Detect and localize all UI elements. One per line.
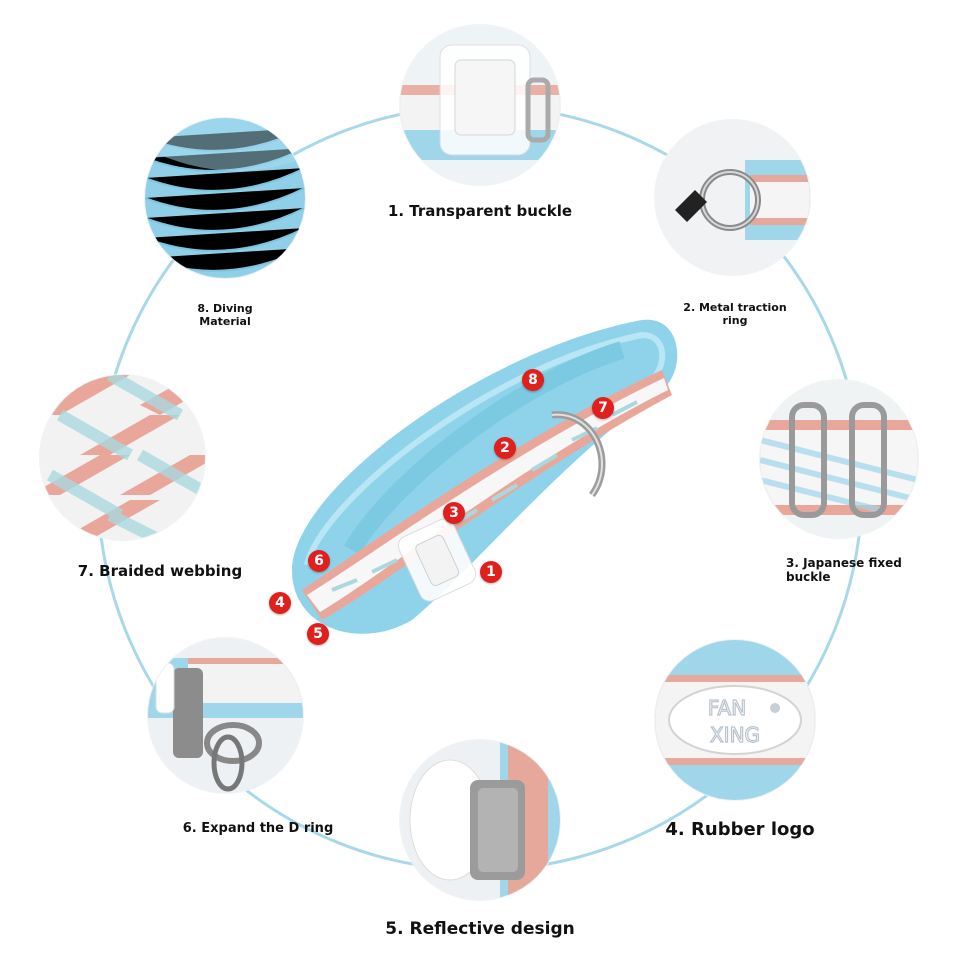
- feature-label-4: 4. Rubber logo: [665, 819, 815, 840]
- marker-6: 6: [308, 550, 330, 572]
- feature-label-3: 3. Japanese fixed buckle: [786, 556, 902, 584]
- marker-5: 5: [307, 623, 329, 645]
- transparent-buckle-photo: [400, 25, 560, 185]
- marker-8: 8: [522, 369, 544, 391]
- rubber-logo-photo: FAN XING: [655, 640, 815, 800]
- feature-label-1: 1. Transparent buckle: [387, 202, 573, 220]
- d-ring-photo: [148, 638, 303, 793]
- feature-label-5: 5. Reflective design: [385, 919, 575, 939]
- feature-label-6: 6. Expand the D ring: [182, 821, 334, 836]
- feature-label-2: 2. Metal traction ring: [683, 301, 787, 327]
- collar-photo: [262, 310, 692, 650]
- marker-1: 1: [480, 561, 502, 583]
- feature-label-8: 8. Diving Material: [197, 302, 253, 328]
- marker-7: 7: [592, 397, 614, 419]
- logo-line-2: XING: [710, 723, 760, 747]
- reflective-design-photo: [400, 740, 560, 900]
- fixed-buckle-photo: [760, 380, 918, 538]
- marker-2: 2: [494, 437, 516, 459]
- metal-ring-photo: [655, 120, 810, 275]
- marker-4: 4: [269, 592, 291, 614]
- marker-3: 3: [443, 502, 465, 524]
- logo-line-1: FAN: [708, 696, 746, 720]
- diving-material-photo: [145, 118, 305, 278]
- braided-webbing-photo: [40, 375, 205, 540]
- feature-label-7: 7. Braided webbing: [77, 562, 243, 580]
